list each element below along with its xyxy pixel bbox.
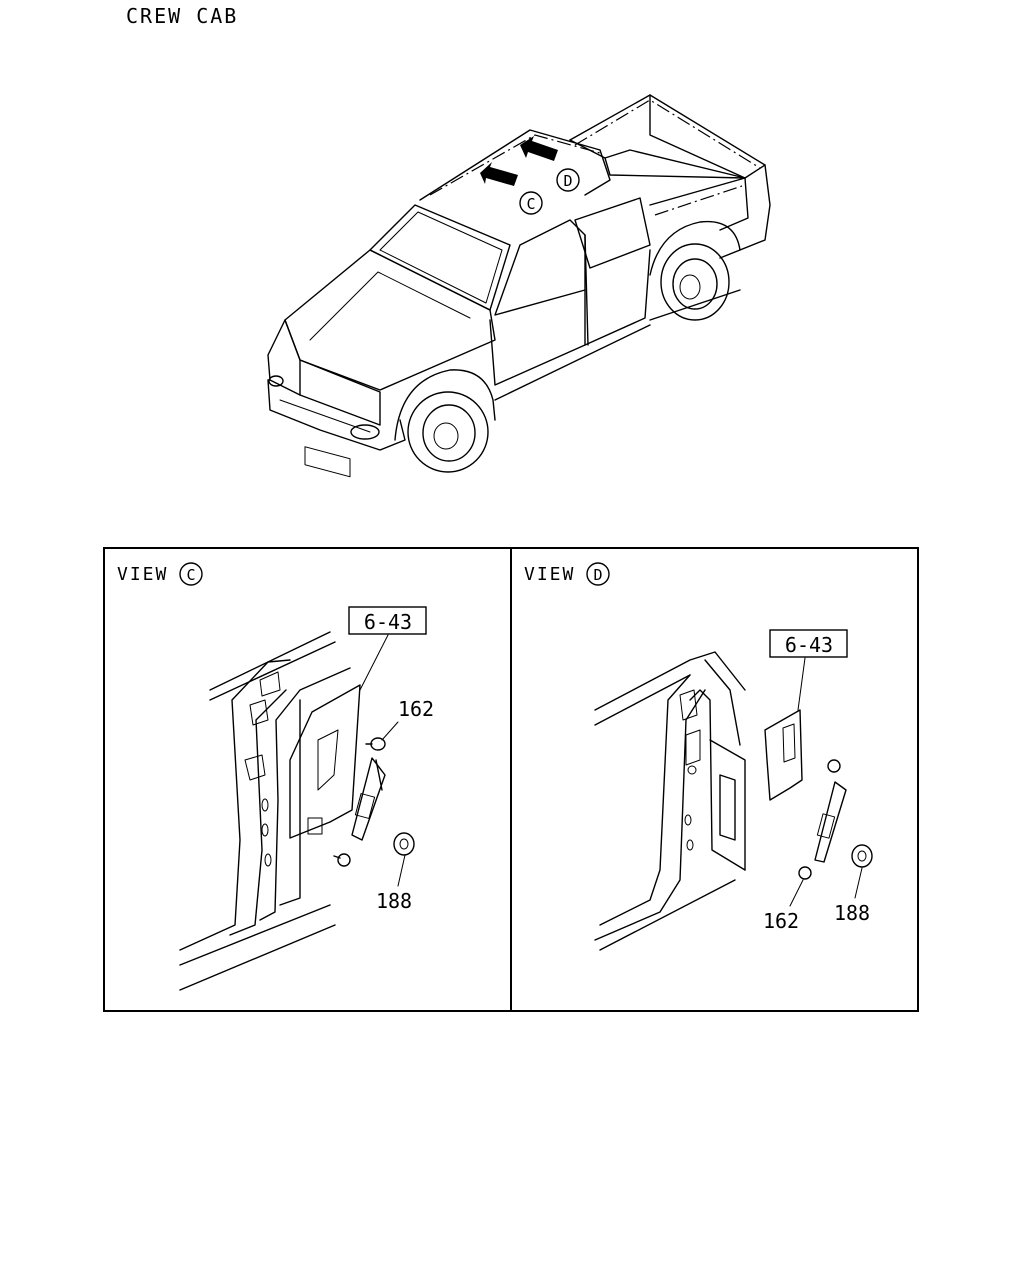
truck-illustration: C D [267, 94, 771, 478]
view-c-panel: VIEW C 6-43 1 [117, 562, 434, 991]
view-arrow-d-icon [520, 136, 558, 161]
diagram-title: CREW CAB [126, 4, 239, 28]
view-d-panel: VIEW D 6-43 162 188 [524, 562, 873, 951]
view-d-marker: D [593, 566, 602, 584]
view-marker-d: D [563, 172, 572, 190]
view-c-label: VIEW [117, 564, 168, 585]
view-d-reference: 6-43 [785, 633, 833, 657]
view-c-callout-162: 162 [398, 697, 434, 721]
view-c-reference: 6-43 [364, 610, 412, 634]
view-c-marker: C [186, 566, 195, 584]
view-d-callout-188: 188 [834, 901, 870, 925]
view-marker-c: C [526, 195, 535, 213]
view-c-callout-188: 188 [376, 889, 412, 913]
view-arrow-c-icon [480, 162, 518, 186]
view-d-callout-162: 162 [763, 909, 799, 933]
view-d-label: VIEW [524, 564, 575, 585]
views-frame [103, 547, 919, 1012]
